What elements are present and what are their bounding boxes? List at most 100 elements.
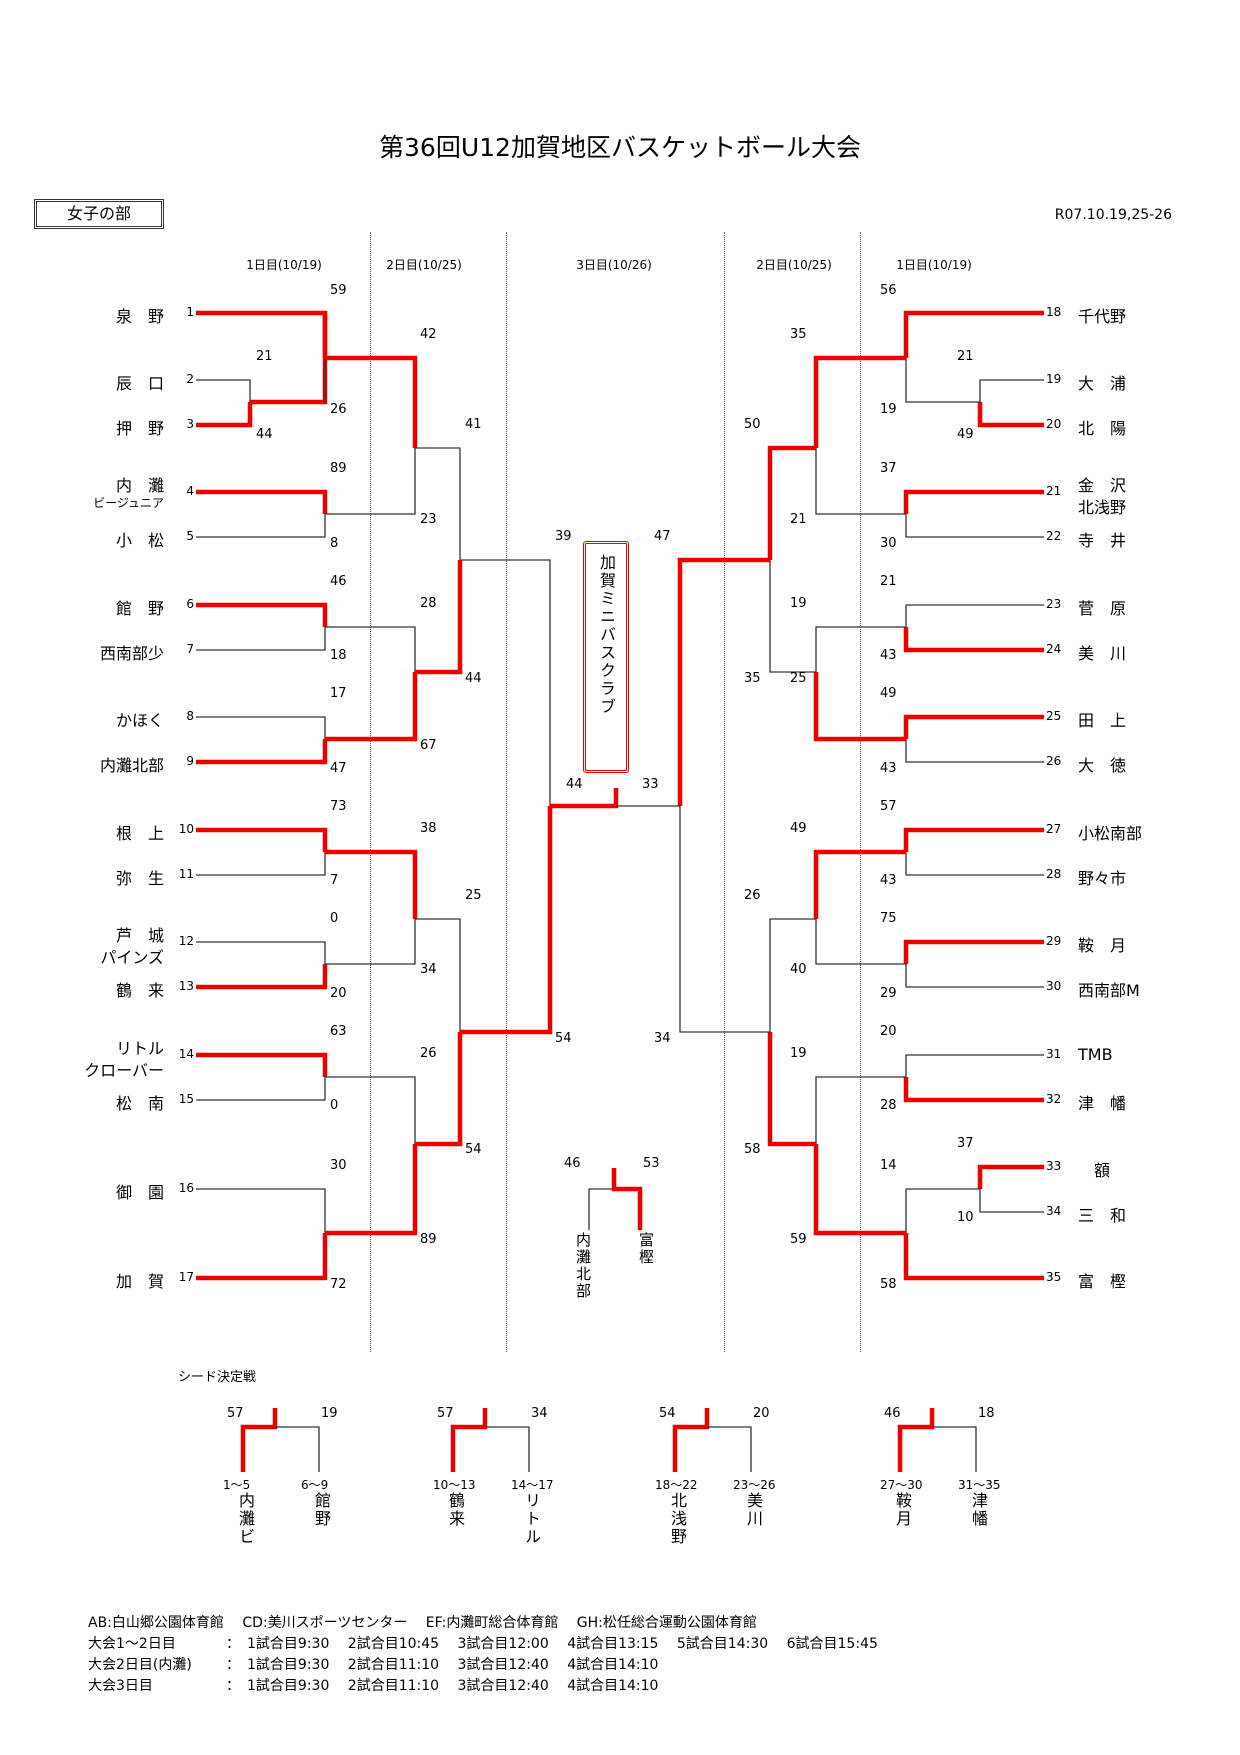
seed-game-right-range: 14〜17: [511, 1478, 554, 1492]
score-label: 44: [256, 427, 273, 442]
winner-path: [196, 964, 328, 990]
bracket-line: [325, 626, 416, 672]
seed-number: 10: [178, 822, 194, 836]
bracket-line: [979, 1189, 1044, 1213]
bracket-line: [815, 626, 906, 672]
seed-game-left-range: 27〜30: [880, 1478, 923, 1492]
seed-number: 13: [178, 979, 194, 993]
team-name: 野々市: [1078, 869, 1127, 888]
team-name: 寺 井: [1078, 531, 1127, 550]
winner-path: [813, 1144, 906, 1236]
score-label: 0: [330, 1098, 339, 1113]
bracket-line: [815, 919, 906, 965]
score-label: 49: [957, 427, 974, 442]
team-name: 弥 生: [115, 869, 164, 888]
score-label: 7: [330, 873, 339, 888]
schedule-times: ： 1試合目9:30 2試合目11:10 3試合目12:40 4試合目14:10: [226, 1678, 659, 1694]
score-label: 26: [744, 888, 761, 903]
score-label: 41: [465, 417, 482, 432]
third-place-left-name: 内灘北部: [574, 1232, 592, 1300]
team-name: リトル: [115, 1039, 164, 1058]
score-label: 39: [555, 529, 572, 544]
score-label: 10: [957, 1210, 974, 1225]
score-label: 43: [880, 873, 897, 888]
day-header-right-2: 2日目(10/25): [756, 258, 832, 272]
bracket-line: [769, 560, 816, 673]
winner-path: [196, 739, 328, 765]
bracket-line: [196, 1188, 326, 1233]
bracket-line: [196, 941, 326, 964]
seed-game-line: [275, 1426, 320, 1472]
score-label: 30: [330, 1158, 347, 1173]
score-label: 67: [420, 738, 437, 753]
winner-path: [903, 627, 1044, 653]
team-name: 小 松: [115, 531, 164, 550]
score-label: 46: [330, 574, 347, 589]
seed-game-left-range: 10〜13: [433, 1478, 476, 1492]
winner-path: [767, 1032, 816, 1147]
score-label: 44: [465, 671, 482, 686]
seed-number: 24: [1046, 642, 1062, 656]
score-label: 46: [564, 1156, 581, 1171]
bracket-line: [815, 448, 906, 515]
score-label: 21: [880, 574, 897, 589]
bracket-line: [196, 379, 251, 402]
seed-number: 17: [178, 1270, 194, 1284]
team-name: 大 徳: [1078, 756, 1127, 775]
bracket-line: [196, 1077, 326, 1101]
bracket-line: [679, 806, 770, 1033]
day-header-left-2: 2日目(10/25): [386, 258, 462, 272]
final-winner-path: [550, 788, 619, 809]
schedule-times: ： 1試合目9:30 2試合目11:10 3試合目12:40 4試合目14:10: [226, 1657, 659, 1673]
bracket-line: [196, 852, 326, 876]
team-name: 松 南: [115, 1094, 164, 1113]
seed-number: 8: [186, 709, 194, 723]
seed-game-left-name: 鞍月: [893, 1492, 912, 1528]
score-label: 29: [880, 986, 897, 1001]
division-label: 女子の部: [34, 199, 164, 229]
team-name: 館 野: [115, 599, 164, 618]
seed-game-left-name: 内灘ビ: [236, 1492, 255, 1546]
seed-number: 7: [186, 642, 194, 656]
score-label: 72: [330, 1277, 347, 1292]
winner-path: [977, 1164, 1044, 1189]
seed-game-right-name: 美川: [744, 1492, 763, 1528]
seed-game-left-score: 57: [227, 1406, 244, 1421]
score-label: 47: [654, 529, 671, 544]
score-label: 89: [330, 461, 347, 476]
seed-game-right-name: 津幡: [969, 1492, 988, 1528]
winner-path: [415, 560, 463, 675]
team-name: 菅 原: [1078, 599, 1127, 618]
score-label: 25: [790, 671, 807, 686]
bracket-line: [460, 559, 551, 806]
team-name: 富 樫: [1078, 1272, 1127, 1291]
winner-path: [977, 402, 1044, 428]
score-label: 0: [330, 911, 339, 926]
seed-number: 21: [1046, 484, 1062, 498]
seed-number: 23: [1046, 597, 1062, 611]
bracket-line: [325, 919, 416, 965]
score-label: 53: [643, 1156, 660, 1171]
score-label: 38: [420, 821, 437, 836]
team-name: 津 幡: [1078, 1094, 1127, 1113]
winner-path: [903, 714, 1044, 739]
score-label: 34: [654, 1031, 671, 1046]
day-divider: [860, 232, 861, 1352]
score-label: 37: [957, 1136, 974, 1151]
seed-section-title: シード決定戦: [178, 1370, 257, 1385]
seed-game-right-range: 31〜35: [958, 1478, 1001, 1492]
score-label: 28: [880, 1098, 897, 1113]
day-divider: [724, 232, 725, 1352]
seed-number: 5: [186, 529, 194, 543]
seed-number: 25: [1046, 709, 1062, 723]
winner-path: [813, 672, 906, 742]
score-label: 49: [790, 821, 807, 836]
seed-number: 3: [186, 417, 194, 431]
seed-game-right-score: 20: [753, 1406, 770, 1421]
seed-number: 18: [1046, 305, 1062, 319]
score-label: 35: [790, 327, 807, 342]
bracket-line: [905, 964, 1044, 988]
seed-number: 14: [178, 1047, 194, 1061]
seed-game-winner-path: [672, 1408, 710, 1472]
